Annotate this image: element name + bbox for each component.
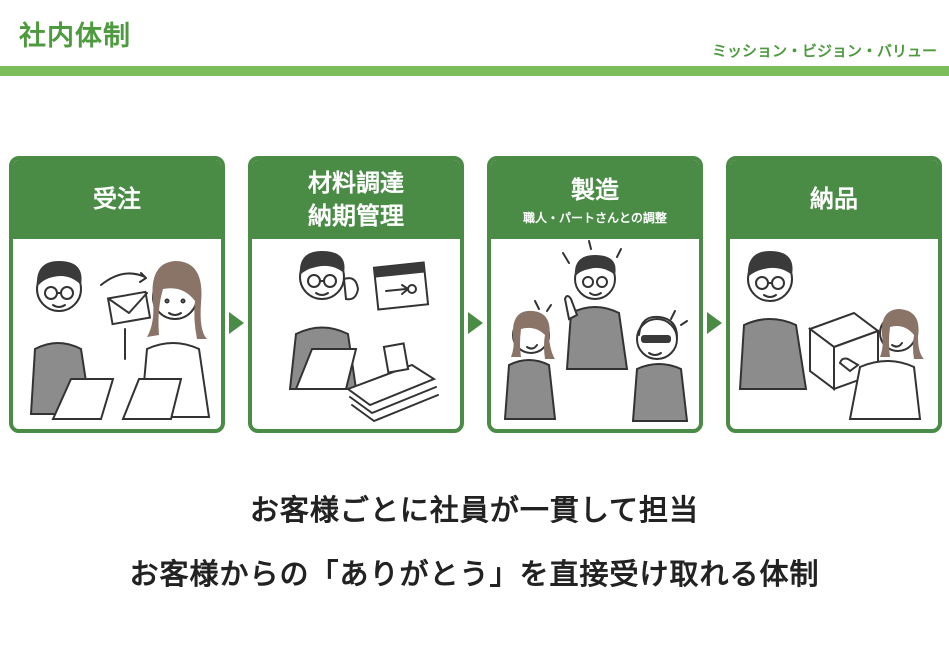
step-title: 納品 [810, 185, 858, 213]
step-header: 製造 職人・パートさんとの調整 [491, 160, 699, 239]
flow-step-order: 受注 [9, 156, 225, 433]
flow-step-procurement: 材料調達 納期管理 [248, 156, 464, 433]
delivery-illustration [730, 239, 938, 429]
header-subtitle: ミッション・ビジョン・バリュー [711, 42, 937, 60]
flow-arrow-icon [229, 312, 244, 334]
step-subtitle: 職人・パートさんとの調整 [523, 210, 667, 225]
tagline-secondary: お客様からの「ありがとう」を直接受け取れる体制 [129, 557, 820, 591]
flow-step-delivery: 納品 [726, 156, 942, 433]
step-header: 受注 [13, 160, 221, 239]
page-title: 社内体制 [19, 21, 131, 52]
manufacturing-illustration [491, 239, 699, 429]
step-title: 材料調達 納期管理 [308, 168, 404, 230]
flow-step-manufacturing: 製造 職人・パートさんとの調整 [487, 156, 703, 433]
step-title: 受注 [93, 185, 141, 213]
step-header: 納品 [730, 160, 938, 239]
step-header: 材料調達 納期管理 [252, 160, 460, 239]
tagline-primary: お客様ごとに社員が一貫して担当 [249, 493, 700, 527]
flow-arrow-icon [468, 312, 483, 334]
procurement-illustration [252, 239, 460, 429]
header-bar [0, 66, 949, 76]
order-illustration [13, 239, 221, 429]
flow-arrow-icon [707, 312, 722, 334]
step-title: 製造 [571, 175, 619, 204]
